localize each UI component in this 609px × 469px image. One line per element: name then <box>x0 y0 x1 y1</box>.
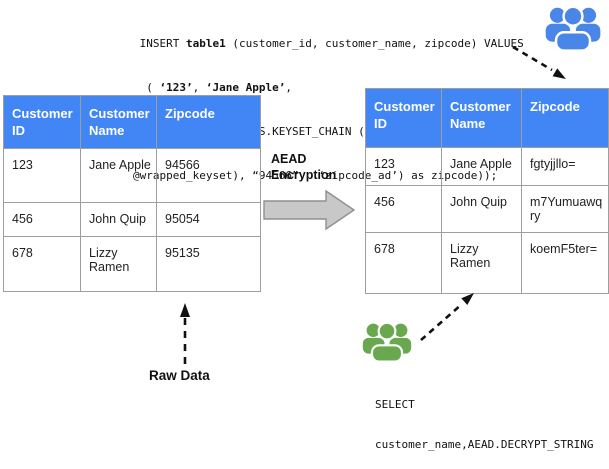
encrypted-data-table: Customer ID Customer Name Zipcode 123 Ja… <box>365 88 609 294</box>
table-row: 456 John Quip m7Yumuawqry <box>365 185 609 233</box>
cell-customer-name: Jane Apple <box>441 147 522 186</box>
cell-customer-id: 456 <box>3 202 81 237</box>
cell-customer-id: 123 <box>365 147 442 186</box>
table-row: 123 Jane Apple fgtyjjllo= <box>365 147 609 186</box>
raw-header-customer-id: Customer ID <box>3 95 81 149</box>
cell-encrypted-zipcode: m7Yumuawqry <box>521 185 609 233</box>
raw-header-customer-name: Customer Name <box>80 95 157 149</box>
raw-data-table: Customer ID Customer Name Zipcode 123 Ja… <box>3 95 261 292</box>
enc-header-zipcode: Zipcode <box>521 88 609 148</box>
encryption-arrow-icon <box>263 189 356 231</box>
select-sql-code: SELECT customer_name,AEAD.DECRYPT_STRING… <box>375 372 594 469</box>
cell-zipcode: 95054 <box>156 202 261 237</box>
cell-customer-name: Jane Apple <box>80 148 157 203</box>
arrow-raw-data-to-raw-table <box>180 303 190 364</box>
table-row: 456 John Quip 95054 <box>3 202 261 237</box>
select-sql-line-1: SELECT <box>375 398 415 412</box>
cell-customer-id: 123 <box>3 148 81 203</box>
insert-sql-line-1: INSERT table1 (customer_id, customer_nam… <box>133 37 524 51</box>
users-group-icon-blue <box>545 5 601 52</box>
raw-table-header-row: Customer ID Customer Name Zipcode <box>3 95 261 149</box>
table-row: 678 Lizzy Ramen koemF5ter= <box>365 232 609 294</box>
enc-header-customer-name: Customer Name <box>441 88 522 148</box>
cell-customer-name: John Quip <box>441 185 522 233</box>
users-group-icon-green <box>362 321 412 363</box>
raw-data-label: Raw Data <box>149 368 210 383</box>
cell-customer-name: John Quip <box>80 202 157 237</box>
arrow-select-to-encrypted-table <box>420 293 474 341</box>
cell-zipcode: 95135 <box>156 236 261 292</box>
select-sql-line-2: customer_name,AEAD.DECRYPT_STRING <box>375 438 594 452</box>
cell-customer-id: 678 <box>3 236 81 292</box>
aead-encryption-label: AEAD Encryption <box>271 152 337 182</box>
table-row: 123 Jane Apple 94566 <box>3 148 261 203</box>
table-row: 678 Lizzy Ramen 95135 <box>3 236 261 292</box>
insert-sql-line-2: ( ‘123’, ‘Jane Apple’, <box>133 80 292 94</box>
cell-encrypted-zipcode: koemF5ter= <box>521 232 609 294</box>
cell-zipcode: 94566 <box>156 148 261 203</box>
cell-customer-id: 678 <box>365 232 442 294</box>
raw-header-zipcode: Zipcode <box>156 95 261 149</box>
encrypted-table-header-row: Customer ID Customer Name Zipcode <box>365 88 609 148</box>
cell-customer-name: Lizzy Ramen <box>441 232 522 294</box>
cell-customer-id: 456 <box>365 185 442 233</box>
enc-header-customer-id: Customer ID <box>365 88 442 148</box>
cell-encrypted-zipcode: fgtyjjllo= <box>521 147 609 186</box>
cell-customer-name: Lizzy Ramen <box>80 236 157 292</box>
